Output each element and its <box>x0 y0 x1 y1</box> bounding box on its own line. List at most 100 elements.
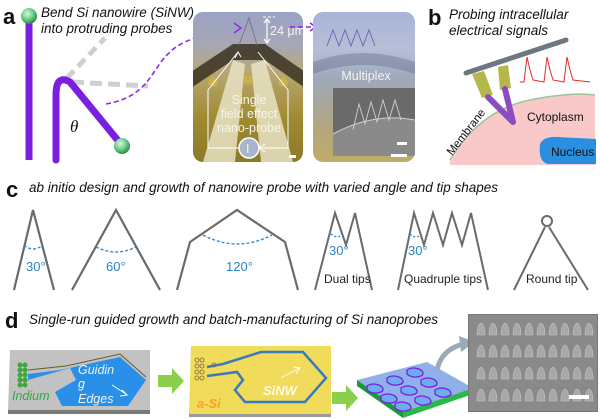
angle-label-60: 60° <box>106 259 126 274</box>
sem-probe <box>500 344 510 358</box>
sem-probe <box>536 366 546 380</box>
sem-probe <box>584 366 594 380</box>
panel-a-label: a <box>3 4 16 29</box>
sem-array-micrograph <box>468 314 598 412</box>
catalyst-ball-tip <box>114 138 130 154</box>
edges-label-1: Guidin <box>78 363 114 377</box>
action-potential-trace <box>520 56 591 83</box>
sem-probe <box>584 322 594 336</box>
angle-label-quad: 30° <box>408 243 428 258</box>
multiplex-label: Multiplex <box>341 69 391 83</box>
sem-probe <box>500 322 510 336</box>
shape-quadruple-tips: 30° Quadruple tips <box>397 209 489 291</box>
sem-probe <box>512 366 522 380</box>
indium-droplets <box>17 362 28 388</box>
sem-probe <box>524 322 534 336</box>
panel-b-title: Probing intracellular electrical signals <box>449 7 568 38</box>
sem-probe <box>476 344 486 358</box>
sem-probe-grid <box>476 322 594 402</box>
probe-array <box>366 367 452 412</box>
sem-probe <box>512 322 522 336</box>
sem-probe <box>548 344 558 358</box>
angle-label-30: 30° <box>26 259 46 274</box>
scale-bar <box>391 154 407 157</box>
sem-probe <box>584 344 594 358</box>
step1-guiding-edges-substrate: Indium Guidin g Edges <box>8 350 150 414</box>
cytoplasm-label: Cytoplasm <box>527 110 584 124</box>
shape-60deg: 60° <box>71 207 161 291</box>
process-arrow-2 <box>332 385 358 411</box>
sem-probe <box>524 366 534 380</box>
sem-probe <box>548 322 558 336</box>
shape-round-tip: Round tip <box>513 215 589 291</box>
sem-probe <box>500 388 510 402</box>
panel-a-title-line1: Bend Si nanowire (SiNW) <box>41 5 195 20</box>
sem-probe <box>512 344 522 358</box>
sem-probe <box>572 366 582 380</box>
process-arrow-1 <box>158 368 184 394</box>
sem-probe <box>536 322 546 336</box>
single-probe-micrograph: 24 μm I Single field effect nano-probe <box>193 12 303 162</box>
shape-dual-tips: 30° Dual tips <box>314 209 373 291</box>
dashed-guide-horizontal <box>71 79 149 89</box>
panel-b-title-line1: Probing intracellular <box>449 7 569 22</box>
v-nanowire-probe <box>485 86 516 125</box>
single-probe-text-2: field effect <box>221 107 278 121</box>
panel-a-title-line2: into protruding probes <box>41 20 173 36</box>
panel-c-title: ab initio design and growth of nanowire … <box>29 180 499 195</box>
step3-batch-wafer <box>357 336 475 418</box>
sinw-label: SiNW <box>263 383 299 398</box>
multiplex-probe-micrograph: Multiplex <box>313 12 415 162</box>
sem-probe <box>560 388 570 402</box>
guiding-edge-pattern <box>28 357 146 406</box>
angle-label-120: 120° <box>226 259 253 274</box>
sem-probe <box>572 344 582 358</box>
sem-probe <box>548 366 558 380</box>
current-source-icon <box>238 137 260 159</box>
caption-quadruple-tips: Quadruple tips <box>404 272 482 286</box>
scale-bar <box>569 395 589 399</box>
sem-probe <box>488 366 498 380</box>
nucleus-label: Nucleus <box>551 145 594 159</box>
sem-probe <box>488 322 498 336</box>
sem-probe <box>536 388 546 402</box>
sem-probe <box>560 366 570 380</box>
sem-probe <box>548 388 558 402</box>
sem-probe <box>500 366 510 380</box>
edges-label-2: g <box>78 377 85 391</box>
intracellular-probing-schematic: Membrane Cytoplasm Nucleus <box>445 37 596 165</box>
single-probe-text-1: Single <box>232 93 267 107</box>
sem-probe <box>476 322 486 336</box>
panel-b-label: b <box>428 5 442 30</box>
sem-probe <box>524 388 534 402</box>
catalyst-ball-top <box>21 8 37 24</box>
scale-bar <box>289 155 296 158</box>
edges-label-3: Edges <box>78 392 113 406</box>
panel-d-label: d <box>5 308 19 333</box>
sem-probe <box>488 344 498 358</box>
dashed-guide-diagonal <box>65 36 107 80</box>
single-probe-text-3: nano-probe <box>217 121 281 135</box>
shape-120deg: 120° <box>175 208 300 291</box>
panel-d-title: Single-run guided growth and batch-manuf… <box>29 312 439 327</box>
angle-label-dual: 30° <box>329 243 349 258</box>
caption-round-tip: Round tip <box>526 272 578 286</box>
sem-probe <box>476 366 486 380</box>
sem-probe <box>524 344 534 358</box>
panel-c-label: c <box>6 177 19 202</box>
sem-probe <box>560 322 570 336</box>
sem-probe <box>476 388 486 402</box>
bent-nanowire <box>52 76 124 164</box>
nanowire-bending-schematic: θ <box>21 8 237 164</box>
panel-b-title-line2: electrical signals <box>449 22 549 38</box>
sem-probe <box>536 344 546 358</box>
asi-label: a-Si <box>197 396 221 411</box>
angle-theta: θ <box>70 117 78 136</box>
sem-probe <box>488 388 498 402</box>
sem-probe <box>512 388 522 402</box>
panel-a-title: Bend Si nanowire (SiNW) into protruding … <box>41 5 194 36</box>
indium-label: Indium <box>12 389 50 403</box>
sem-probe <box>572 322 582 336</box>
probe-shapes-row: 30° 60° 120° 30° Dual tips 30° Quadruple… <box>12 207 589 291</box>
shape-30deg: 30° <box>12 209 56 291</box>
